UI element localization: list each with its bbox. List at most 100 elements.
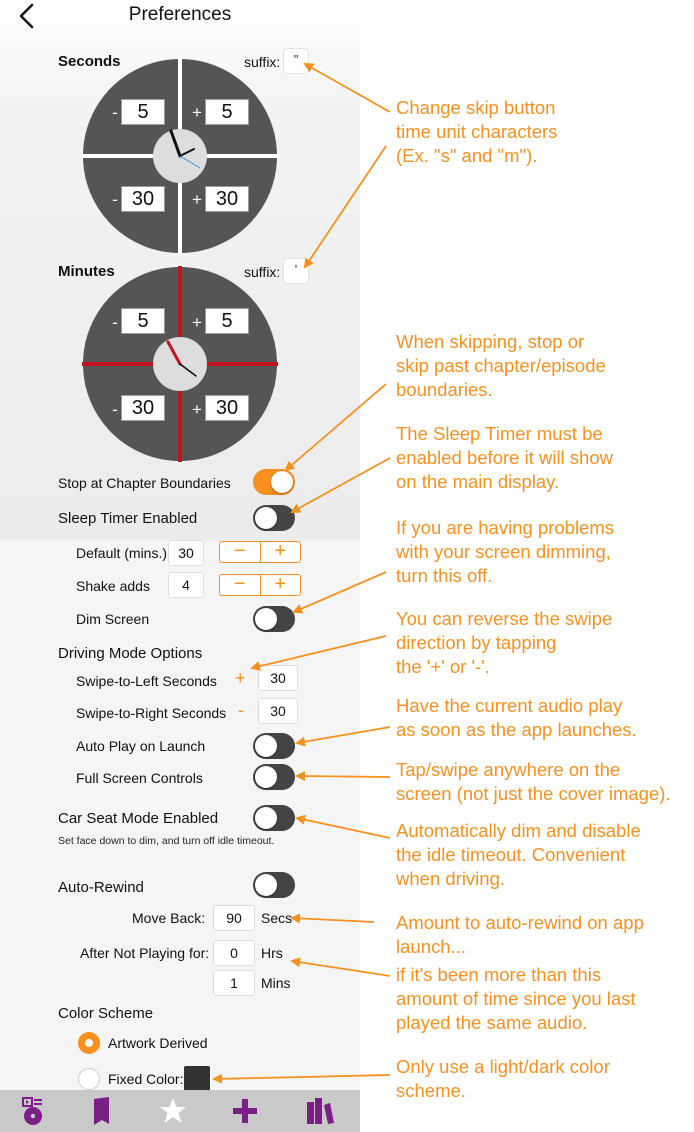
auto-play-toggle[interactable] bbox=[253, 733, 295, 759]
chevron-left-icon[interactable] bbox=[12, 2, 42, 30]
stepper-minus-button[interactable]: − bbox=[220, 541, 261, 562]
minutes-bl-sign[interactable]: - bbox=[112, 400, 118, 419]
stepper-plus-button[interactable]: + bbox=[274, 573, 287, 595]
swipe-left-sign[interactable]: + bbox=[235, 668, 246, 688]
fixed-color-radio[interactable] bbox=[78, 1068, 100, 1090]
annotation-line: enabled before it will show bbox=[396, 447, 613, 468]
library-icon[interactable] bbox=[305, 1096, 335, 1126]
toggle-knob bbox=[255, 608, 277, 630]
minutes-tl-input[interactable]: 5 bbox=[121, 308, 165, 334]
minutes-br-input[interactable]: 30 bbox=[205, 395, 249, 421]
seconds-suffix-label: suffix: bbox=[244, 54, 281, 70]
seconds-br-input[interactable]: 30 bbox=[205, 186, 249, 212]
full-screen-toggle[interactable] bbox=[253, 764, 295, 790]
annotation-line: with your screen dimming, bbox=[396, 541, 611, 562]
minutes-suffix-label: suffix: bbox=[244, 264, 281, 280]
swipe-left-input[interactable]: 30 bbox=[258, 665, 298, 691]
seconds-bl-sign[interactable]: - bbox=[112, 190, 118, 209]
annotation-line: (Ex. "s" and "m"). bbox=[396, 145, 538, 166]
annotation-line: turn this off. bbox=[396, 565, 493, 586]
annotation-line: amount of time since you last bbox=[396, 988, 636, 1009]
minutes-tl-sign[interactable]: - bbox=[112, 313, 118, 332]
seconds-label: Seconds bbox=[58, 53, 121, 70]
shake-adds-label: Shake adds bbox=[76, 578, 150, 594]
shake-adds-stepper[interactable]: − + bbox=[219, 574, 301, 596]
car-seat-label: Car Seat Mode Enabled bbox=[58, 810, 219, 827]
seconds-bl-input[interactable]: 30 bbox=[121, 186, 165, 212]
swipe-right-sign[interactable]: - bbox=[238, 700, 244, 720]
sleep-timer-label: Sleep Timer Enabled bbox=[58, 510, 198, 527]
annotation-chapter: When skipping, stop or skip past chapter… bbox=[396, 330, 606, 402]
annotation-suffix: Change skip button time unit characters … bbox=[396, 96, 557, 168]
annotation-color: Only use a light/dark color scheme. bbox=[396, 1055, 610, 1103]
auto-rewind-label: Auto-Rewind bbox=[58, 879, 144, 896]
toggle-knob bbox=[255, 735, 277, 757]
move-back-input[interactable]: 90 bbox=[213, 905, 255, 931]
annotation-line: launch... bbox=[396, 936, 466, 957]
stop-chapter-toggle[interactable] bbox=[253, 469, 295, 495]
annotation-line: scheme. bbox=[396, 1080, 466, 1101]
fixed-color-swatch[interactable] bbox=[184, 1066, 210, 1092]
default-mins-stepper[interactable]: − + bbox=[219, 541, 301, 563]
annotation-rewind: Amount to auto-rewind on app launch... bbox=[396, 911, 644, 959]
toggle-knob bbox=[255, 507, 277, 529]
annotation-dim: If you are having problems with your scr… bbox=[396, 516, 614, 588]
seconds-suffix-input[interactable]: " bbox=[283, 48, 309, 74]
auto-rewind-toggle[interactable] bbox=[253, 872, 295, 898]
artwork-derived-label: Artwork Derived bbox=[108, 1035, 208, 1051]
swipe-right-label: Swipe-to-Right Seconds bbox=[76, 705, 227, 721]
annotation-line: Automatically dim and disable bbox=[396, 820, 641, 841]
shake-adds-input[interactable]: 4 bbox=[168, 572, 204, 598]
annotation-line: If you are having problems bbox=[396, 517, 615, 538]
stepper-minus-button[interactable]: − bbox=[220, 574, 261, 595]
swipe-right-input[interactable]: 30 bbox=[258, 698, 298, 724]
annotation-line: Change skip button bbox=[396, 97, 556, 118]
sleep-timer-toggle[interactable] bbox=[253, 505, 295, 531]
annotation-line: when driving. bbox=[396, 868, 506, 889]
seconds-hour-hand bbox=[169, 129, 182, 158]
annotation-line: You can reverse the swipe bbox=[396, 608, 613, 629]
minutes-br-sign[interactable]: + bbox=[192, 400, 202, 419]
annotation-fullscreen: Tap/swipe anywhere on the screen (not ju… bbox=[396, 758, 671, 806]
annotation-line: the idle timeout. Convenient bbox=[396, 844, 626, 865]
minutes-input[interactable]: 1 bbox=[213, 970, 255, 996]
minutes-bl-input[interactable]: 30 bbox=[121, 395, 165, 421]
star-icon[interactable] bbox=[158, 1096, 188, 1126]
dim-screen-toggle[interactable] bbox=[253, 606, 295, 632]
minutes-suffix-input[interactable]: ' bbox=[283, 258, 309, 284]
minutes-unit: Mins bbox=[261, 975, 291, 991]
seconds-br-sign[interactable]: + bbox=[192, 190, 202, 209]
minutes-tr-sign[interactable]: + bbox=[192, 313, 202, 332]
annotation-line: Tap/swipe anywhere on the bbox=[396, 759, 621, 780]
page-title: Preferences bbox=[128, 4, 232, 25]
car-seat-toggle[interactable] bbox=[253, 805, 295, 831]
bookmark-icon[interactable] bbox=[87, 1096, 117, 1126]
annotation-line: Amount to auto-rewind on app bbox=[396, 912, 644, 933]
after-not-playing-label: After Not Playing for: bbox=[80, 945, 210, 961]
toggle-knob bbox=[255, 874, 277, 896]
annotation-line: direction by tapping bbox=[396, 632, 557, 653]
seconds-tl-sign[interactable]: - bbox=[112, 103, 118, 122]
plus-icon[interactable] bbox=[230, 1096, 260, 1126]
fixed-color-label: Fixed Color: bbox=[108, 1071, 184, 1087]
annotation-carseat: Automatically dim and disable the idle t… bbox=[396, 819, 641, 891]
annotation-line: boundaries. bbox=[396, 379, 493, 400]
annotation-line: Have the current audio play bbox=[396, 695, 623, 716]
minutes-minute-hand bbox=[179, 363, 197, 377]
seconds-dial bbox=[82, 58, 278, 254]
minutes-hour-hand bbox=[166, 340, 182, 366]
auto-play-label: Auto Play on Launch bbox=[76, 738, 206, 754]
annotation-line: on the main display. bbox=[396, 471, 560, 492]
car-seat-note: Set face down to dim, and turn off idle … bbox=[58, 835, 275, 847]
seconds-tl-input[interactable]: 5 bbox=[121, 99, 165, 125]
annotation-line: skip past chapter/episode bbox=[396, 355, 606, 376]
artwork-derived-radio[interactable] bbox=[78, 1032, 100, 1054]
hours-input[interactable]: 0 bbox=[213, 940, 255, 966]
seconds-tr-sign[interactable]: + bbox=[192, 103, 202, 122]
now-playing-icon[interactable] bbox=[18, 1096, 48, 1126]
default-mins-input[interactable]: 30 bbox=[168, 540, 204, 566]
seconds-tr-input[interactable]: 5 bbox=[205, 99, 249, 125]
annotation-line: screen (not just the cover image). bbox=[396, 783, 671, 804]
minutes-tr-input[interactable]: 5 bbox=[205, 308, 249, 334]
stepper-plus-button[interactable]: + bbox=[274, 540, 287, 562]
